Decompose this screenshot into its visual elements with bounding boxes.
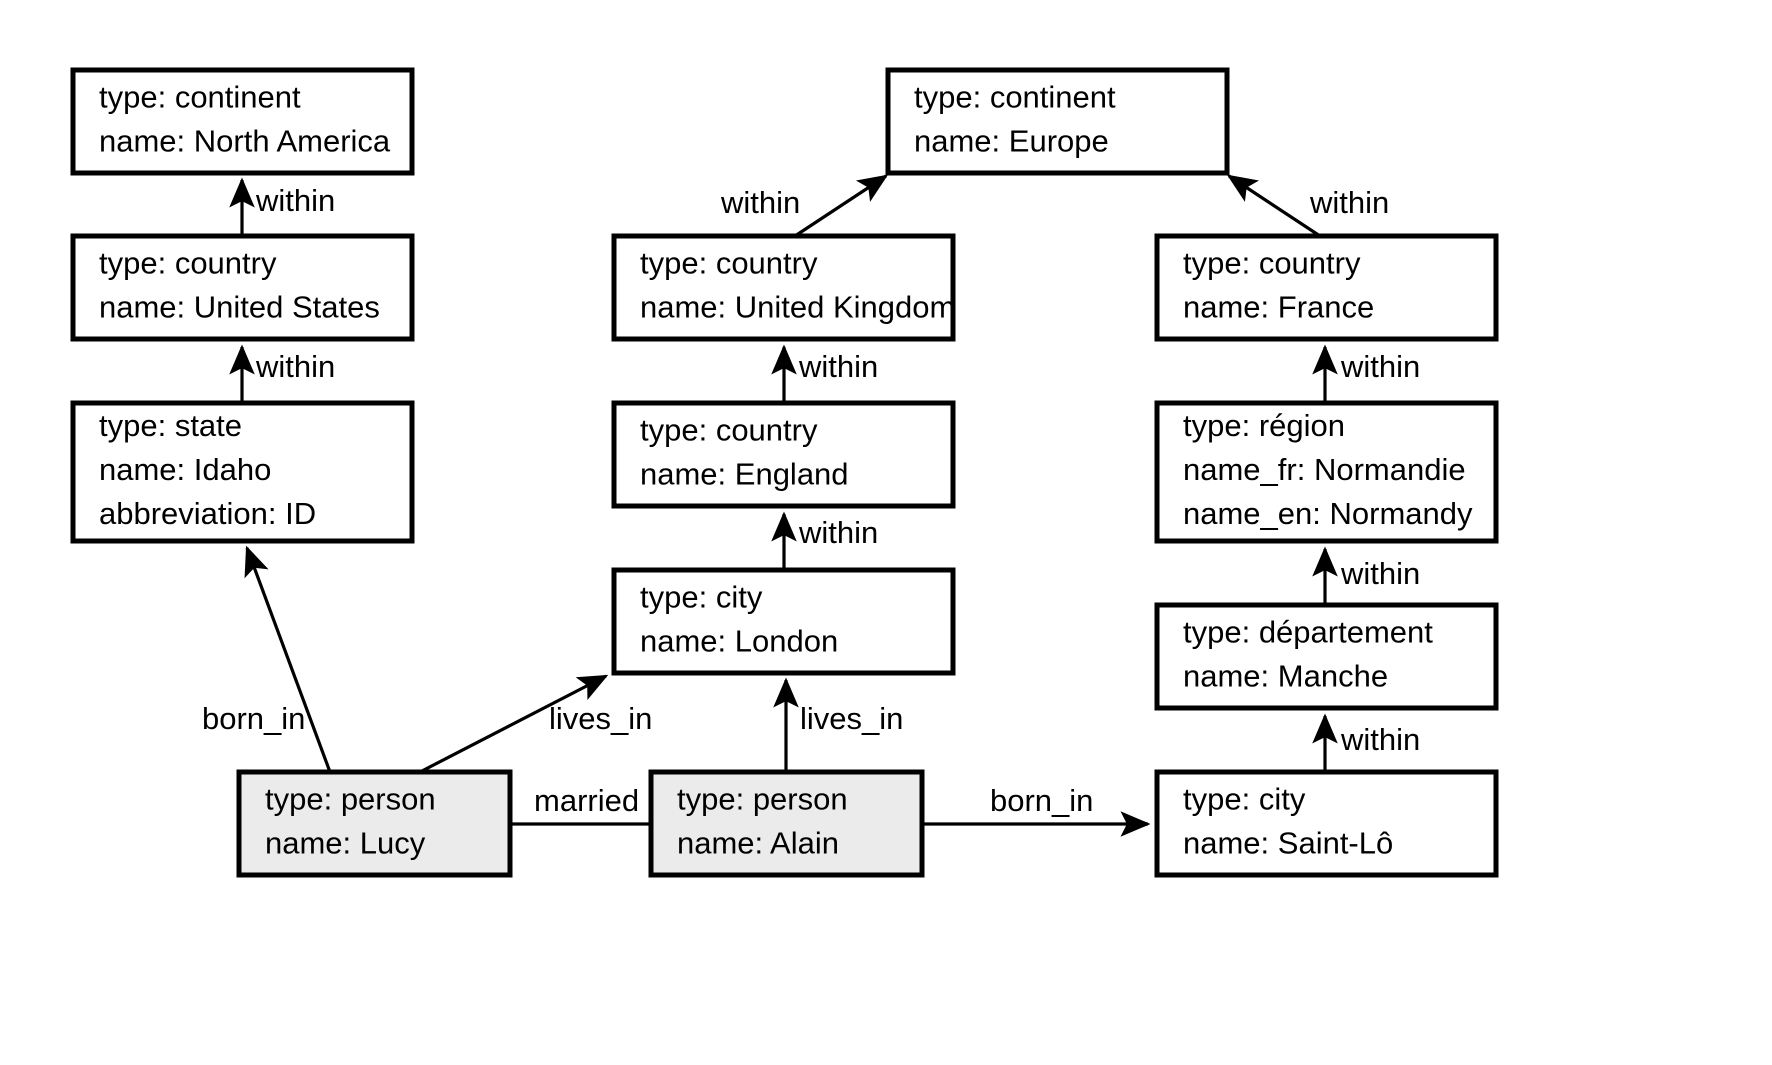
graph-node-france[interactable]: type: country name: France xyxy=(1154,233,1499,342)
edge-label-lucy-married-alain: married xyxy=(534,783,639,818)
node-line-london-1: name: London xyxy=(640,624,838,659)
node-line-lucy-0: type: person xyxy=(265,782,436,817)
graph-edge-us-within-na: within xyxy=(229,177,335,236)
node-box-manche[interactable] xyxy=(1154,602,1499,711)
graph-node-alain[interactable]: type: person name: Alain xyxy=(648,769,925,878)
edge-label-lucy-lives-in-london: lives_in xyxy=(549,701,652,736)
node-box-alain[interactable] xyxy=(648,769,925,878)
node-box-lucy[interactable] xyxy=(236,769,513,878)
graph-edge-manche-within-normandie: within xyxy=(1312,546,1420,605)
graph-edge-lucy-lives-in-london: lives_in xyxy=(419,674,652,774)
graph-node-normandie[interactable]: type: région name_fr: Normandie name_en: N… xyxy=(1154,400,1499,544)
node-box-normandie[interactable] xyxy=(1154,400,1499,544)
node-line-united-kingdom-1: name: United Kingdom xyxy=(640,290,955,325)
node-line-normandie-1: name_fr: Normandie xyxy=(1183,452,1466,487)
graph-node-north-america[interactable]: type: continent name: North America xyxy=(70,67,415,176)
edge-line-uk-within-europe xyxy=(794,174,889,238)
node-box-france[interactable] xyxy=(1154,233,1499,342)
node-line-united-kingdom-0: type: country xyxy=(640,246,818,281)
edge-label-france-within-europe: within xyxy=(1309,185,1389,220)
graph-edge-idaho-within-us: within xyxy=(229,344,335,403)
graph-node-england[interactable]: type: country name: England xyxy=(611,400,956,509)
node-box-london[interactable] xyxy=(611,567,956,676)
node-box-england[interactable] xyxy=(611,400,956,509)
graph-node-united-kingdom[interactable]: type: country name: United Kingdom xyxy=(611,233,956,342)
edge-line-lucy-lives-in-london xyxy=(419,674,609,774)
graph-edge-alain-born-in-saintlo: born_in xyxy=(922,783,1151,837)
graph-edge-france-within-europe: within xyxy=(1226,174,1389,238)
node-line-united-states-0: type: country xyxy=(99,246,277,281)
edge-label-us-within-na: within xyxy=(255,183,335,218)
edge-label-uk-within-europe: within xyxy=(720,185,800,220)
edge-label-lucy-born-in-idaho: born_in xyxy=(202,701,305,736)
node-line-north-america-0: type: continent xyxy=(99,80,301,115)
graph-node-lucy[interactable]: type: person name: Lucy xyxy=(236,769,513,878)
graph-edge-alain-lives-in-london: lives_in xyxy=(773,677,903,772)
graph-node-london[interactable]: type: city name: London xyxy=(611,567,956,676)
graph-node-idaho[interactable]: type: state name: Idaho abbreviation: ID xyxy=(70,400,415,544)
node-line-idaho-2: abbreviation: ID xyxy=(99,496,316,531)
node-line-manche-0: type: département xyxy=(1183,615,1433,650)
node-box-united-kingdom[interactable] xyxy=(611,233,956,342)
node-box-idaho[interactable] xyxy=(70,400,415,544)
node-line-normandie-0: type: région xyxy=(1183,408,1345,443)
graph-node-manche[interactable]: type: département name: Manche xyxy=(1154,602,1499,711)
graph-node-europe[interactable]: type: continent name: Europe xyxy=(885,67,1230,176)
node-line-north-america-1: name: North America xyxy=(99,124,391,159)
graph-edge-london-within-england: within xyxy=(771,511,878,570)
edge-label-alain-born-in-saintlo: born_in xyxy=(990,783,1093,818)
graph-node-saint-lo[interactable]: type: city name: Saint-Lô xyxy=(1154,769,1499,878)
edge-line-france-within-europe xyxy=(1226,174,1321,238)
graph-edge-lucy-married-alain: married xyxy=(510,783,651,826)
edges-layer: within within within within within within with… xyxy=(202,174,1420,837)
graph-node-united-states[interactable]: type: country name: United States xyxy=(70,233,415,342)
node-line-saint-lo-0: type: city xyxy=(1183,782,1306,817)
node-line-london-0: type: city xyxy=(640,580,763,615)
node-box-saint-lo[interactable] xyxy=(1154,769,1499,878)
node-box-europe[interactable] xyxy=(885,67,1230,176)
node-box-north-america[interactable] xyxy=(70,67,415,176)
edge-label-normandie-within-france: within xyxy=(1340,349,1420,384)
node-line-idaho-0: type: state xyxy=(99,408,242,443)
node-box-united-states[interactable] xyxy=(70,233,415,342)
node-line-idaho-1: name: Idaho xyxy=(99,452,271,487)
node-line-france-0: type: country xyxy=(1183,246,1361,281)
edge-label-manche-within-normandie: within xyxy=(1340,556,1420,591)
edge-label-london-within-england: within xyxy=(798,515,878,550)
node-line-england-1: name: England xyxy=(640,457,849,492)
graph-edge-lucy-born-in-idaho: born_in xyxy=(202,545,332,773)
edge-label-england-within-uk: within xyxy=(798,349,878,384)
node-line-alain-0: type: person xyxy=(677,782,848,817)
graph-edge-england-within-uk: within xyxy=(771,344,878,403)
node-line-england-0: type: country xyxy=(640,413,818,448)
node-line-manche-1: name: Manche xyxy=(1183,659,1388,694)
node-line-united-states-1: name: United States xyxy=(99,290,380,325)
edge-line-lucy-born-in-idaho xyxy=(244,545,332,773)
node-line-normandie-2: name_en: Normandy xyxy=(1183,496,1473,531)
node-line-lucy-1: name: Lucy xyxy=(265,826,426,861)
node-line-europe-1: name: Europe xyxy=(914,124,1109,159)
graph-edge-normandie-within-france: within xyxy=(1312,344,1420,403)
node-line-alain-1: name: Alain xyxy=(677,826,839,861)
edge-label-idaho-within-us: within xyxy=(255,349,335,384)
node-line-saint-lo-1: name: Saint-Lô xyxy=(1183,826,1393,861)
graph-edge-saintlo-within-manche: within xyxy=(1312,713,1420,772)
graph-edge-uk-within-europe: within xyxy=(720,174,889,238)
edge-label-alain-lives-in-london: lives_in xyxy=(800,701,903,736)
edge-label-saintlo-within-manche: within xyxy=(1340,722,1420,757)
node-line-france-1: name: France xyxy=(1183,290,1374,325)
node-line-europe-0: type: continent xyxy=(914,80,1116,115)
